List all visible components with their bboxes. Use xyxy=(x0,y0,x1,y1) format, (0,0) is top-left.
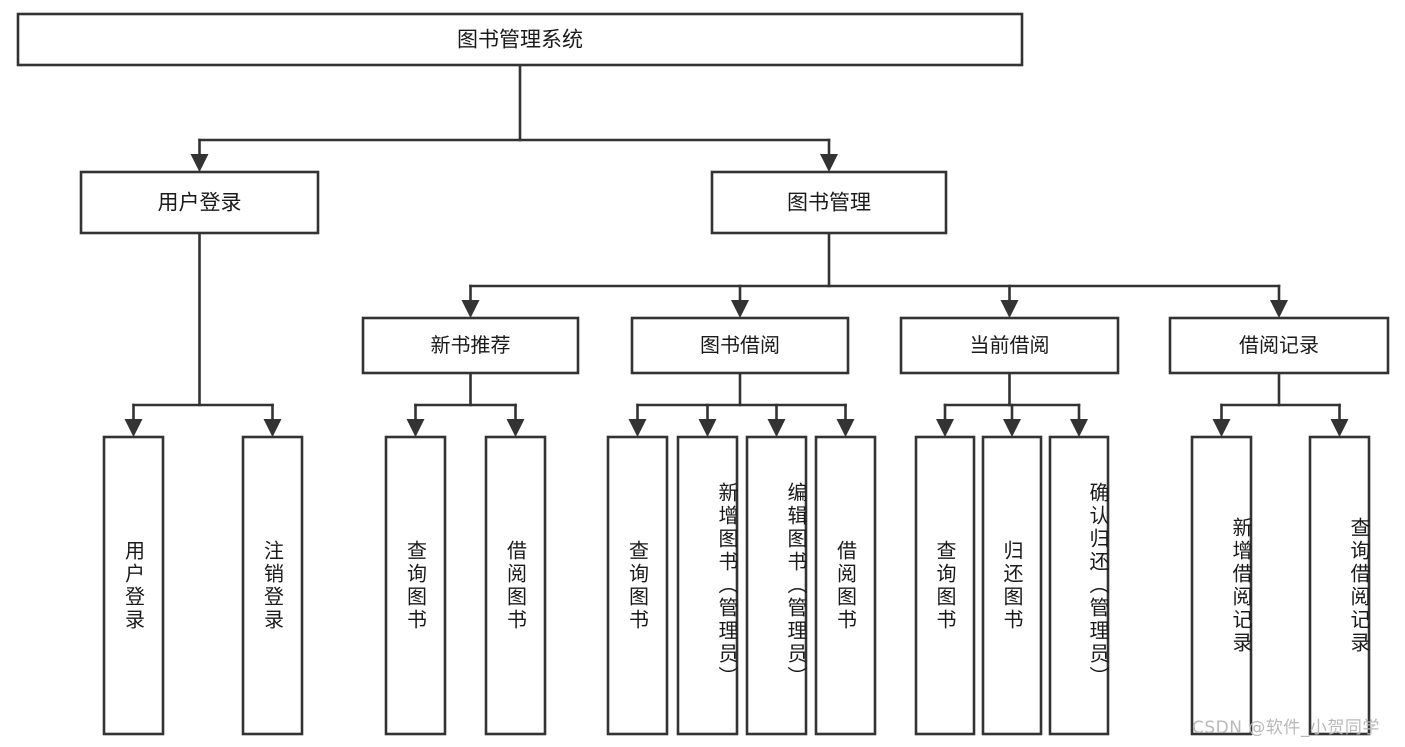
node-label-borrow-record: 借阅记录 xyxy=(1239,333,1319,357)
connector-lines xyxy=(124,63,1349,437)
node-leaf-query-record[interactable] xyxy=(1308,435,1371,736)
node-box-leaf-add-book[interactable] xyxy=(676,435,739,736)
node-label-book-borrow: 图书借阅 xyxy=(700,333,780,357)
arrow-head xyxy=(406,419,425,437)
node-box-leaf-add-record[interactable] xyxy=(1190,435,1253,736)
arrow-head xyxy=(1330,419,1349,437)
node-box-leaf-query-book-rec[interactable] xyxy=(384,435,447,736)
node-box-book-manage[interactable] xyxy=(710,170,948,235)
arrow-head xyxy=(936,419,954,437)
arrow-head xyxy=(506,419,525,437)
node-leaf-query-book-cb[interactable] xyxy=(914,435,976,736)
node-label-book-manage: 图书管理 xyxy=(787,191,871,215)
node-box-leaf-query-record[interactable] xyxy=(1308,435,1371,736)
node-leaf-logout[interactable] xyxy=(241,435,304,736)
arrow-head xyxy=(1212,419,1231,437)
arrow-head xyxy=(263,419,282,437)
arrow-head xyxy=(731,300,749,318)
node-box-leaf-user-login[interactable] xyxy=(102,435,165,736)
arrow-head xyxy=(628,419,647,437)
node-leaf-confirm-return[interactable] xyxy=(1048,435,1110,736)
node-book-manage[interactable]: 图书管理 xyxy=(710,170,948,235)
node-box-leaf-borrow-book-bb[interactable] xyxy=(814,435,877,736)
node-box-current-borrow[interactable] xyxy=(899,316,1120,375)
node-leaf-borrow-book-rec[interactable] xyxy=(484,435,547,736)
node-borrow-record[interactable]: 借阅记录 xyxy=(1168,316,1390,375)
arrow-head xyxy=(1000,300,1019,318)
node-box-new-book-rec[interactable] xyxy=(361,316,580,375)
node-box-leaf-query-book-bb[interactable] xyxy=(606,435,669,736)
node-leaf-user-login[interactable] xyxy=(102,435,165,736)
node-box-leaf-borrow-book-rec[interactable] xyxy=(484,435,547,736)
node-leaf-return-book[interactable] xyxy=(981,435,1043,736)
node-box-root[interactable] xyxy=(16,12,1024,67)
arrow-head xyxy=(820,154,838,172)
node-box-leaf-edit-book[interactable] xyxy=(745,435,808,736)
node-box-borrow-record[interactable] xyxy=(1168,316,1390,375)
node-leaf-edit-book[interactable] xyxy=(745,435,808,736)
arrow-head xyxy=(836,419,855,437)
node-label-current-borrow: 当前借阅 xyxy=(970,333,1050,357)
node-box-leaf-confirm-return[interactable] xyxy=(1048,435,1110,736)
node-leaf-borrow-book-bb[interactable] xyxy=(814,435,877,736)
node-leaf-query-book-rec[interactable] xyxy=(384,435,447,736)
arrow-head xyxy=(1270,300,1288,318)
node-box-book-borrow[interactable] xyxy=(630,316,850,375)
node-leaf-add-book[interactable] xyxy=(676,435,739,736)
arrow-head xyxy=(461,300,480,318)
arrow-head xyxy=(767,419,786,437)
node-book-borrow[interactable]: 图书借阅 xyxy=(630,316,850,375)
watermark: CSDN @软件_小贺同学 xyxy=(1192,718,1380,738)
arrow-head xyxy=(698,419,717,437)
node-leaf-add-record[interactable] xyxy=(1190,435,1253,736)
node-root[interactable]: 图书管理系统 xyxy=(16,12,1024,67)
node-label-root: 图书管理系统 xyxy=(457,28,583,52)
node-label-user-login: 用户登录 xyxy=(158,191,242,215)
node-box-user-login[interactable] xyxy=(79,170,320,235)
node-leaf-query-book-bb[interactable] xyxy=(606,435,669,736)
arrow-head xyxy=(124,419,143,437)
node-label-new-book-rec: 新书推荐 xyxy=(431,333,511,357)
node-box-leaf-return-book[interactable] xyxy=(981,435,1043,736)
arrow-head xyxy=(190,154,209,172)
node-new-book-rec[interactable]: 新书推荐 xyxy=(361,316,580,375)
node-user-login[interactable]: 用户登录 xyxy=(79,170,320,235)
node-box-leaf-query-book-cb[interactable] xyxy=(914,435,976,736)
node-current-borrow[interactable]: 当前借阅 xyxy=(899,316,1120,375)
arrow-head xyxy=(1070,419,1088,437)
arrow-head xyxy=(1003,419,1021,437)
node-box-leaf-logout[interactable] xyxy=(241,435,304,736)
